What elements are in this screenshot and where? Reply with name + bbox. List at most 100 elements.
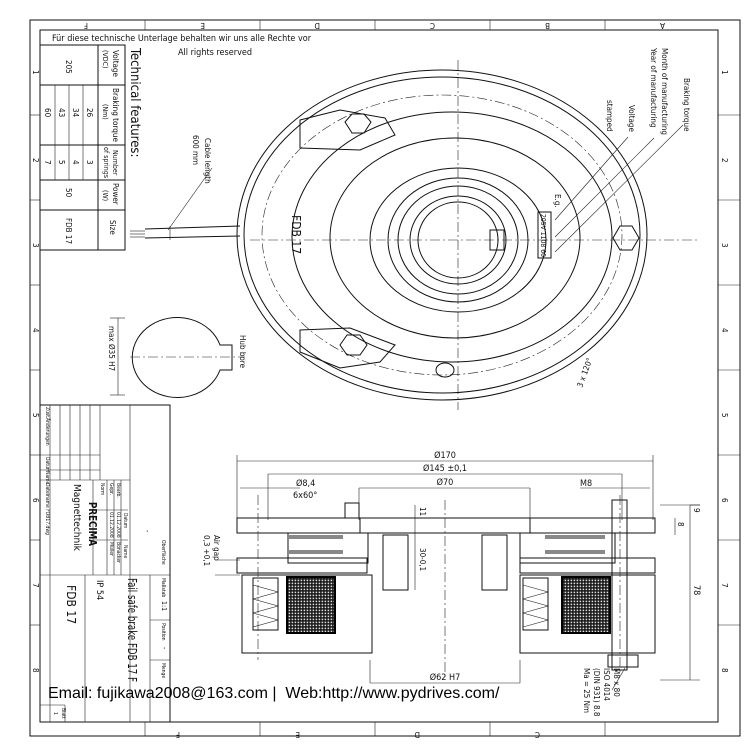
frame-row-label: 2 xyxy=(720,158,729,163)
technical-features-title: Technical features: xyxy=(127,47,142,157)
frame-col-label: B xyxy=(545,21,550,30)
frame-col-label: F xyxy=(176,730,180,739)
zust-label: Zust. xyxy=(44,407,50,418)
dim-m8: M8 xyxy=(580,479,592,489)
voltage-label: Voltage xyxy=(627,105,636,133)
date-header: Datum xyxy=(122,513,128,528)
frame-row-label: 3 xyxy=(720,243,729,248)
section-view: Ø170 Ø145 ±0,1 Ø70 Ø8,4 6x60° M8 Ø62 H7 … xyxy=(202,450,701,717)
cable-length-value: 600 mm xyxy=(191,135,200,165)
springs-value: 4 xyxy=(71,160,80,165)
stamp-prefix: E.g. xyxy=(553,194,562,208)
changes-label: Änderungen xyxy=(44,418,51,446)
qty-label: Menge xyxy=(160,663,166,678)
bearb-label: Bearb. xyxy=(115,483,121,498)
year-label: Year of manufacturing xyxy=(649,47,658,128)
hub-bore-detail: Hub bore max Ø35 H7 xyxy=(107,317,247,398)
frame-col-label: E xyxy=(295,730,300,739)
title-block: Fail safe brake FDB 17 F IP 54 FDB 17 PR… xyxy=(39,404,171,723)
surface-value: - xyxy=(143,530,151,532)
frame-col-label: D xyxy=(314,21,320,30)
dim-h8: 8 xyxy=(676,522,685,527)
power-value: 50 xyxy=(64,188,73,198)
frame-row-label: 5 xyxy=(31,413,40,418)
frame-row-label: 3 xyxy=(31,243,40,248)
bolt-spec: M8 x 80 xyxy=(612,668,621,697)
frame-row-label: 7 xyxy=(31,583,40,588)
dim-h78: 78 xyxy=(691,585,701,595)
drawing-frame: F E D C B A F E D C 1 2 3 4 5 6 7 8 1 2 … xyxy=(29,19,741,739)
frame-row-label: 1 xyxy=(720,70,729,75)
technical-features-table: Voltage (VDC) Braking torque (Nm) Number… xyxy=(39,44,126,251)
dim-d170: Ø170 xyxy=(434,450,456,461)
frame-row-label: 6 xyxy=(31,498,40,503)
frame-row-label: 2 xyxy=(31,158,40,163)
hub-bore-label: Hub bore xyxy=(238,335,247,369)
max-bore-label: max Ø35 H7 xyxy=(107,326,117,371)
company-logo: PRECIMA xyxy=(86,502,99,546)
springs-value: 5 xyxy=(57,160,66,165)
torque-value: 26 xyxy=(85,108,94,118)
cable xyxy=(130,167,241,240)
angle-label: 3 x 120° xyxy=(575,357,594,389)
top-view: Cable length 600 mm FDB 17 Hub bore max … xyxy=(107,47,700,410)
model-label: FDB 17 xyxy=(289,215,303,254)
frame-row-label: 8 xyxy=(720,668,729,673)
frame-row-label: 5 xyxy=(720,413,729,418)
gepr-name: Müller xyxy=(108,542,114,556)
coil xyxy=(286,576,336,634)
month-label: Month of manufacturing xyxy=(660,48,669,135)
springs-value: 7 xyxy=(43,160,52,165)
scale-label: Maßstab xyxy=(160,578,166,597)
sheet-number: 1 xyxy=(52,712,58,715)
size-value: FDB 17 xyxy=(64,218,73,244)
header-power: Power xyxy=(111,183,120,205)
braking-torque-label: Braking torque xyxy=(682,78,691,132)
change-date-label: Datum xyxy=(44,457,50,472)
frame-row-label: 6 xyxy=(720,498,729,503)
header-springs: Number xyxy=(111,150,119,176)
torque-value: 43 xyxy=(57,108,66,117)
coil xyxy=(561,576,611,634)
sheet-label: Blatt xyxy=(60,708,66,719)
hex-bolt-icon xyxy=(299,109,640,378)
name-header: Name xyxy=(122,545,128,559)
springs-value: 3 xyxy=(85,160,94,165)
position-value: - xyxy=(160,647,168,649)
dim-d62: Ø62 H7 xyxy=(430,672,461,683)
surface-label: Oberfläche xyxy=(160,540,166,565)
frame-col-label: C xyxy=(430,21,435,30)
bearb-name: Bonacker xyxy=(115,542,121,563)
header-springs-2: of springs xyxy=(102,147,110,178)
frame-col-label: A xyxy=(660,21,665,30)
drawing-title: Fail safe brake FDB 17 F xyxy=(125,578,139,682)
bolt-spec: (DIN 931) 8.8 xyxy=(592,668,601,717)
dim-d70: Ø70 xyxy=(437,477,454,488)
header-size: Size xyxy=(108,220,117,235)
cable-length-label: Cable length xyxy=(203,138,212,184)
change-name-label: Name xyxy=(44,471,50,485)
frame-row-label: 7 xyxy=(720,583,729,588)
position-label: Position xyxy=(160,623,166,641)
header-torque: Braking torque xyxy=(111,88,120,143)
company-name: Magnettechnik xyxy=(71,484,82,552)
rights-reserved: All rights reserved xyxy=(178,48,252,58)
header-voltage: Voltage xyxy=(111,50,120,78)
frame-col-label: C xyxy=(535,730,540,739)
file-name: Dateiname FDB17.dwg xyxy=(44,483,50,535)
torque-value: 60 xyxy=(43,108,52,118)
drawing-model: FDB 17 xyxy=(64,585,78,624)
header-power-unit: (W) xyxy=(101,190,109,201)
dim-h11: 11 xyxy=(418,507,427,516)
gepr-label: Gepr. xyxy=(108,483,114,495)
ip-rating: IP 54 xyxy=(94,580,104,600)
dim-d145: Ø145 ±0,1 xyxy=(423,463,467,474)
norm-label: Norm xyxy=(99,483,105,495)
dim-h9: 9 xyxy=(692,508,701,513)
bolt-spec: Ma = 25 Nm xyxy=(582,668,591,713)
air-gap-value: 0,3 +0,1 xyxy=(202,535,211,566)
frame-row-label: 1 xyxy=(31,70,40,75)
bolt-spec: ISO 4014 xyxy=(602,668,611,701)
frame-col-label: F xyxy=(84,21,88,30)
stamped-label: stamped xyxy=(605,100,614,132)
